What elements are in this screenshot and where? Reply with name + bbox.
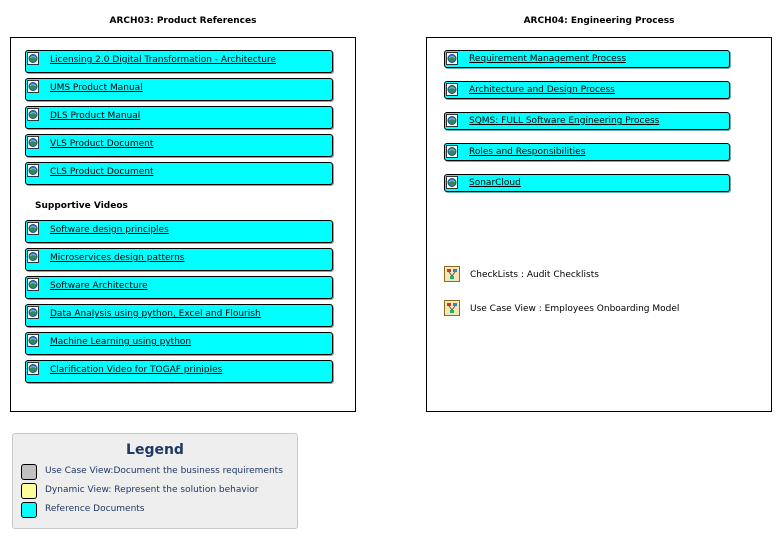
globe-document-icon bbox=[446, 176, 458, 189]
legend-swatch bbox=[21, 502, 37, 518]
ref-doc-cls[interactable]: CLS Product Document bbox=[25, 162, 333, 185]
globe-document-icon bbox=[27, 362, 39, 375]
model-link-use-case-onboarding[interactable]: Use Case View : Employees Onboarding Mod… bbox=[444, 300, 744, 318]
video-link-togaf[interactable]: Clarification Video for TOGAF priniples bbox=[25, 360, 333, 383]
globe-document-icon bbox=[446, 83, 458, 96]
package-title-arch03: ARCH03: Product References bbox=[109, 16, 257, 26]
video-link-software-architecture[interactable]: Software Architecture bbox=[25, 276, 333, 299]
diagram-link-icon bbox=[444, 300, 460, 316]
ref-doc-requirement-management[interactable]: Requirement Management Process bbox=[444, 50, 730, 68]
video-label: Software design principles bbox=[50, 225, 169, 235]
globe-document-icon bbox=[446, 52, 458, 65]
globe-document-icon bbox=[446, 114, 458, 127]
ref-label: CLS Product Document bbox=[50, 167, 154, 177]
video-link-machine-learning[interactable]: Machine Learning using python bbox=[25, 332, 333, 355]
package-frame-arch04: Requirement Management Process Architect… bbox=[426, 37, 772, 412]
legend-label: Reference Documents bbox=[45, 504, 145, 514]
ref-doc-sqms[interactable]: SQMS: FULL Software Engineering Process bbox=[444, 112, 730, 130]
video-link-data-analysis[interactable]: Data Analysis using python, Excel and Fl… bbox=[25, 304, 333, 327]
model-link-checklists[interactable]: CheckLists : Audit Checklists bbox=[444, 266, 744, 284]
ref-doc-roles[interactable]: Roles and Responsibilities bbox=[444, 143, 730, 161]
model-link-label: CheckLists : Audit Checklists bbox=[470, 270, 599, 280]
ref-label: Roles and Responsibilities bbox=[469, 147, 586, 157]
legend-label: Dynamic View: Represent the solution beh… bbox=[45, 485, 259, 495]
package-frame-arch03: Licensing 2.0 Digital Transformation - A… bbox=[10, 37, 356, 412]
legend-swatch bbox=[21, 464, 37, 480]
legend: Legend Use Case View:Document the busine… bbox=[12, 433, 298, 529]
video-label: Data Analysis using python, Excel and Fl… bbox=[50, 309, 261, 319]
globe-document-icon bbox=[27, 334, 39, 347]
ref-doc-architecture-design[interactable]: Architecture and Design Process bbox=[444, 81, 730, 99]
globe-document-icon bbox=[446, 145, 458, 158]
video-link-microservices[interactable]: Microservices design patterns bbox=[25, 248, 333, 271]
legend-title: Legend bbox=[126, 442, 184, 458]
diagram-link-icon bbox=[444, 266, 460, 282]
globe-document-icon bbox=[27, 80, 39, 93]
ref-doc-licensing[interactable]: Licensing 2.0 Digital Transformation - A… bbox=[25, 50, 333, 73]
globe-document-icon bbox=[27, 222, 39, 235]
globe-document-icon bbox=[27, 164, 39, 177]
ref-label: Architecture and Design Process bbox=[469, 85, 615, 95]
ref-doc-dls[interactable]: DLS Product Manual bbox=[25, 106, 333, 129]
ref-label: Requirement Management Process bbox=[469, 54, 627, 64]
ref-label: Licensing 2.0 Digital Transformation - A… bbox=[50, 55, 276, 65]
ref-label: SQMS: FULL Software Engineering Process bbox=[469, 116, 660, 126]
video-link-design-principles[interactable]: Software design principles bbox=[25, 220, 333, 243]
legend-swatch bbox=[21, 483, 37, 499]
globe-document-icon bbox=[27, 306, 39, 319]
ref-label: VLS Product Document bbox=[50, 139, 154, 149]
video-label: Microservices design patterns bbox=[50, 253, 185, 263]
globe-document-icon bbox=[27, 136, 39, 149]
ref-label: UMS Product Manual bbox=[50, 83, 143, 93]
ref-doc-ums[interactable]: UMS Product Manual bbox=[25, 78, 333, 101]
globe-document-icon bbox=[27, 108, 39, 121]
globe-document-icon bbox=[27, 250, 39, 263]
video-label: Software Architecture bbox=[50, 281, 148, 291]
video-label: Clarification Video for TOGAF priniples bbox=[50, 365, 223, 375]
ref-doc-vls[interactable]: VLS Product Document bbox=[25, 134, 333, 157]
model-link-label: Use Case View : Employees Onboarding Mod… bbox=[470, 304, 680, 314]
package-title-arch04: ARCH04: Engineering Process bbox=[523, 16, 675, 26]
ref-label: SonarCloud bbox=[469, 178, 521, 188]
video-label: Machine Learning using python bbox=[50, 337, 192, 347]
globe-document-icon bbox=[27, 52, 39, 65]
section-heading-videos: Supportive Videos bbox=[35, 201, 128, 211]
ref-doc-sonarcloud[interactable]: SonarCloud bbox=[444, 174, 730, 192]
globe-document-icon bbox=[27, 278, 39, 291]
legend-label: Use Case View:Document the business requ… bbox=[45, 466, 283, 476]
ref-label: DLS Product Manual bbox=[50, 111, 141, 121]
